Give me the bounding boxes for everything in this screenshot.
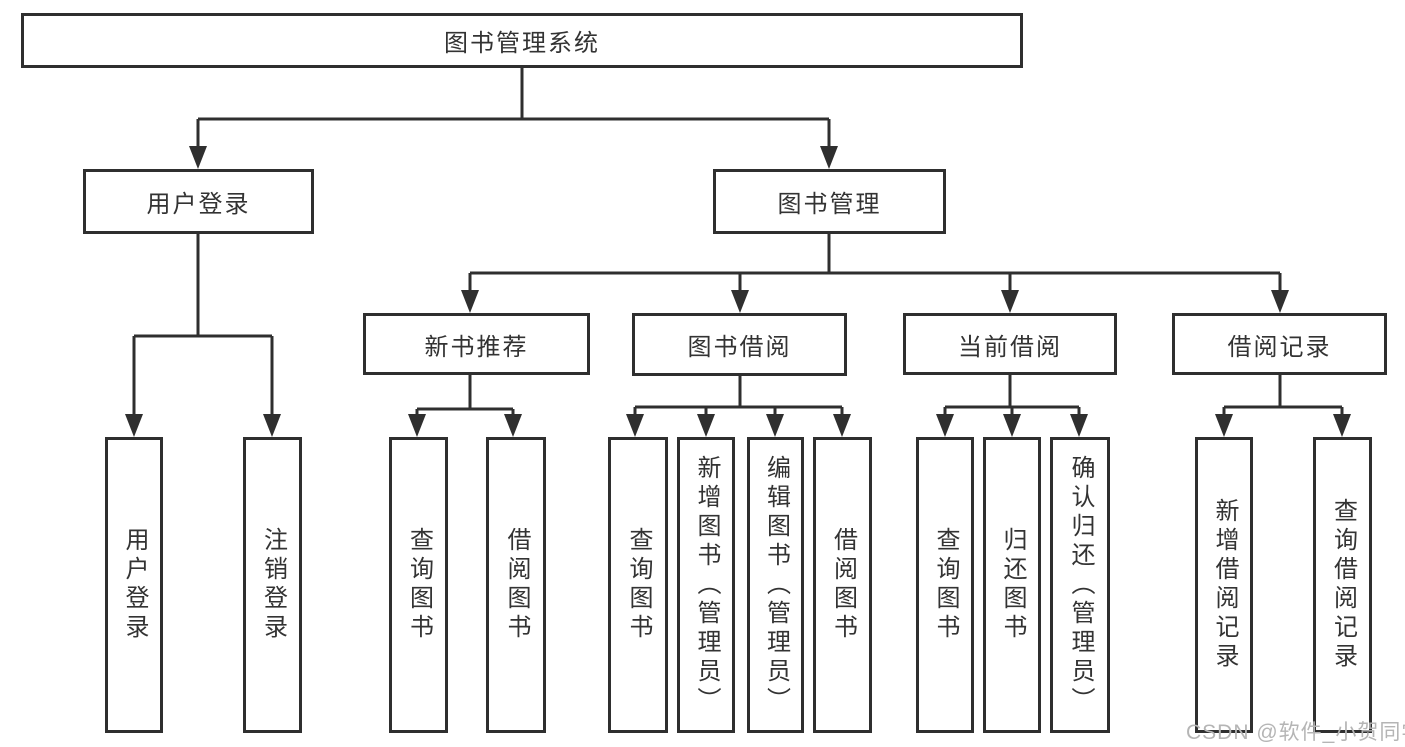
node-current-borrow: 当前借阅 (903, 313, 1117, 375)
node-root: 图书管理系统 (21, 13, 1023, 68)
node-borrow-records: 借阅记录 (1172, 313, 1387, 375)
tree-edges (132, 66, 1344, 416)
leaf-confirm-return-admin: 确认归还（管理员） (1050, 437, 1110, 733)
leaf-query-books-recommend: 查询图书 (389, 437, 448, 733)
leaf-borrow-books: 借阅图书 (813, 437, 872, 733)
leaf-query-books-borrow: 查询图书 (608, 437, 668, 733)
leaf-query-borrow-record: 查询借阅记录 (1313, 437, 1372, 733)
leaf-edit-book-admin: 编辑图书（管理员） (747, 437, 804, 733)
arrowheads (125, 146, 1351, 437)
leaf-query-books-current: 查询图书 (916, 437, 974, 733)
node-book-borrow: 图书借阅 (632, 313, 847, 376)
leaf-return-book: 归还图书 (983, 437, 1041, 733)
leaf-logout: 注销登录 (243, 437, 302, 733)
node-user-login: 用户登录 (83, 169, 314, 234)
node-new-book-recommend: 新书推荐 (363, 313, 590, 375)
leaf-borrow-books-recommend: 借阅图书 (486, 437, 546, 733)
leaf-add-book-admin: 新增图书（管理员） (677, 437, 735, 733)
csdn-watermark: CSDN @软件_小贺同学 (1186, 721, 1405, 744)
node-book-management: 图书管理 (713, 169, 946, 234)
leaf-add-borrow-record: 新增借阅记录 (1195, 437, 1253, 733)
leaf-user-login: 用户登录 (105, 437, 163, 733)
